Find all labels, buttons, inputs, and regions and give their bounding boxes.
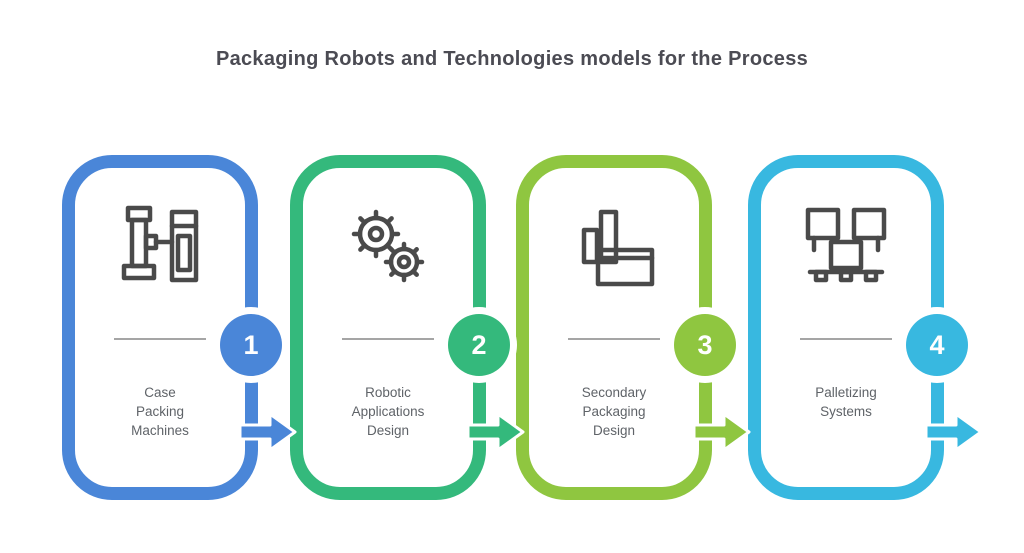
step-number-circle: 2 [448,314,510,376]
step-label-line: Packaging [582,403,646,419]
page-title: Packaging Robots and Technologies models… [215,48,809,70]
flow-arrow-2 [468,412,525,452]
card-divider [800,338,892,340]
card-divider [342,338,434,340]
step-label: Case Packing Machines [131,384,189,441]
flow-arrow-1 [240,412,297,452]
step-number: 4 [929,329,945,360]
step-number-circle: 4 [906,314,968,376]
card-divider [568,338,660,340]
step-card-4-content: Palletizing Systems [761,168,931,487]
step-card-3-content: Secondary Packaging Design [529,168,699,487]
step-number-badge-1: 1 [213,307,289,383]
flow-arrow-3 [694,412,751,452]
step-label: Palletizing Systems [815,384,877,422]
step-number-circle: 1 [220,314,282,376]
step-label-line: Case [144,385,176,400]
packaging-machines-icon [114,202,206,290]
flow-arrow-4 [926,412,983,452]
step-label-line: Robotic [365,385,411,400]
step-label-line: Applications [351,403,425,419]
step-card-2-content: Robotic Applications Design [303,168,473,487]
step-number: 1 [243,329,259,360]
palletizing-icon [800,202,892,290]
step-label-line: Design [592,422,635,438]
step-label-line: Palletizing [815,385,877,400]
step-label: Robotic Applications Design [352,384,425,441]
step-label-line: Packing [135,403,185,419]
step-number: 2 [471,329,487,360]
step-number-badge-2: 2 [441,307,517,383]
step-label-line: Design [366,422,409,438]
step-number-badge-3: 3 [667,307,743,383]
step-label-line: Machines [131,422,189,438]
step-card-1-content: Case Packing Machines [75,168,245,487]
gears-icon [342,202,434,290]
packed-box-icon [568,202,660,290]
step-number: 3 [697,329,713,360]
step-number-badge-4: 4 [899,307,975,383]
card-divider [114,338,206,340]
step-label-line: Systems [820,403,872,419]
step-number-circle: 3 [674,314,736,376]
step-label: Secondary Packaging Design [582,384,647,441]
step-label-line: Secondary [581,385,647,400]
